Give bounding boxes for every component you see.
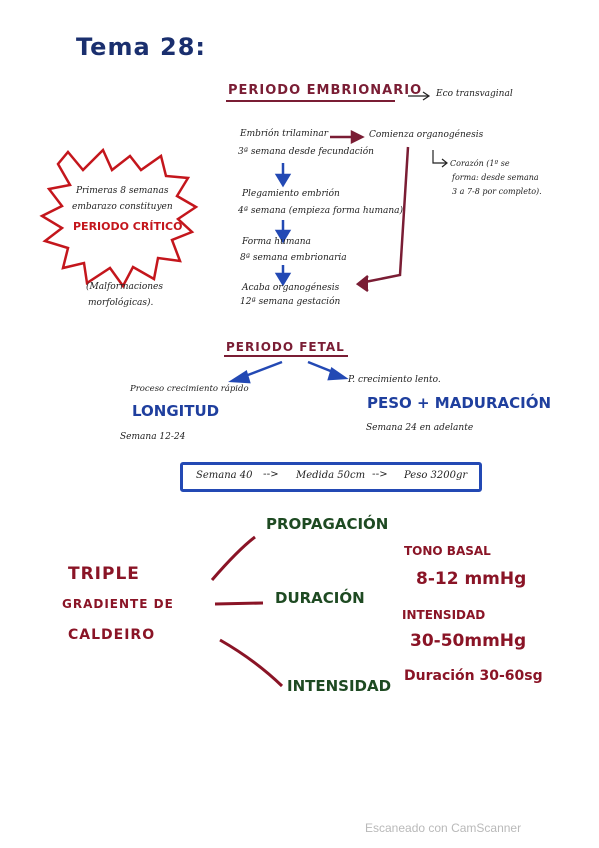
caldeiro-line2: gradiente de bbox=[62, 597, 174, 611]
fetal-right-weeks: Semana 24 en adelante bbox=[366, 423, 474, 433]
fetal-left-note: Proceso crecimiento rápido bbox=[130, 384, 249, 394]
summary-weight: Peso 3200gr bbox=[404, 470, 468, 481]
step2: Plegamiento embrión bbox=[242, 189, 340, 199]
arrow-corazon bbox=[432, 150, 448, 168]
intensidad-label: Intensidad bbox=[402, 608, 486, 622]
branch-propagacion: Propagación bbox=[266, 515, 389, 533]
caldeiro-line1: Triple bbox=[68, 564, 140, 584]
duracion-value: Duración 30-60sg bbox=[404, 668, 543, 684]
summary-week: Semana 40 bbox=[196, 470, 253, 481]
corazon-line3: 3 a 7-8 por completo). bbox=[452, 187, 542, 196]
branch-duracion: Duración bbox=[275, 589, 365, 607]
branch-line-propagacion bbox=[210, 535, 256, 581]
page-title: Tema 28: bbox=[76, 33, 207, 61]
step1-result: Comienza organogénesis bbox=[369, 130, 484, 140]
critico-line2: embarazo constituyen bbox=[72, 202, 173, 212]
step4: Acaba organogénesis bbox=[242, 283, 340, 293]
fetal-right-main: Peso + Maduración bbox=[367, 394, 552, 412]
step3-sub: 8ª semana embrionaria bbox=[240, 253, 347, 263]
step1: Embrión trilaminar bbox=[240, 129, 329, 139]
arrow-organogenesis bbox=[330, 129, 365, 145]
down-arrow-2 bbox=[274, 220, 292, 244]
embrionario-heading: Periodo embrionario bbox=[228, 83, 423, 98]
tono-value: 8-12 mmHg bbox=[416, 569, 527, 589]
fetal-arrow-right bbox=[307, 360, 349, 381]
camscanner-watermark: Escaneado con CamScanner bbox=[365, 821, 522, 835]
summary-arrow-2: --> bbox=[372, 469, 388, 480]
step3: Forma humana bbox=[242, 237, 311, 247]
summary-arrow-1: --> bbox=[263, 469, 279, 480]
arrow-to-eco bbox=[408, 91, 431, 101]
fetal-heading: Periodo fetal bbox=[226, 340, 345, 354]
down-arrow-1 bbox=[274, 163, 292, 188]
fetal-arrow-left bbox=[228, 360, 283, 384]
down-arrow-3 bbox=[274, 265, 292, 287]
critico-note-line2: morfológicas). bbox=[88, 298, 154, 308]
branch-intensidad: Intensidad bbox=[287, 677, 392, 695]
summary-length: Medida 50cm bbox=[296, 470, 366, 481]
corazon-line2: forma: desde semana bbox=[452, 173, 539, 182]
arrow-organogenesis-end bbox=[355, 146, 410, 293]
fetal-left-weeks: Semana 12-24 bbox=[120, 432, 186, 442]
fetal-left-main: Longitud bbox=[132, 402, 220, 420]
critico-line3: Periodo crítico bbox=[73, 220, 183, 233]
summary-box bbox=[180, 462, 482, 492]
caldeiro-line3: Caldeiro bbox=[68, 627, 156, 643]
critico-line1: Primeras 8 semanas bbox=[76, 186, 169, 196]
critico-note-line1: (Malformaciones bbox=[86, 282, 164, 292]
branch-line-duracion bbox=[214, 601, 264, 606]
intensidad-value: 30-50mmHg bbox=[410, 631, 527, 651]
fetal-right-note: P. crecimiento lento. bbox=[348, 375, 441, 385]
critical-burst bbox=[39, 147, 199, 289]
step2-sub: 4ª semana (empieza forma humana) bbox=[238, 206, 404, 216]
corazon-line1: Corazón (1º se bbox=[450, 159, 510, 168]
step4-sub: 12ª semana gestación bbox=[240, 297, 341, 307]
step1-sub: 3ª semana desde fecundación bbox=[238, 147, 374, 157]
eco-note: Eco transvaginal bbox=[436, 89, 513, 99]
branch-line-intensidad bbox=[219, 638, 284, 688]
tono-label: Tono basal bbox=[404, 544, 491, 558]
